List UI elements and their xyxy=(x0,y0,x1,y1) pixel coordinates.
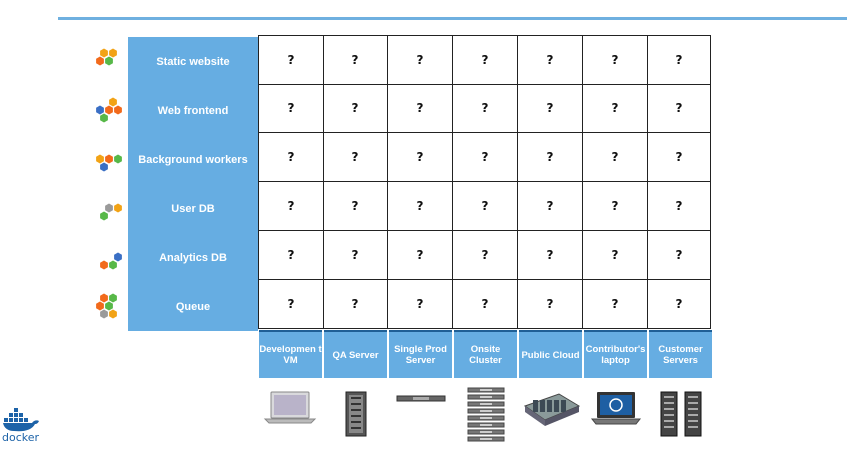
hexagon-shape xyxy=(114,105,122,115)
column-label: Single Prod Server xyxy=(389,330,452,378)
rack-unit-icon xyxy=(396,395,446,402)
column-label: Developmen t VM xyxy=(259,330,322,378)
hexagon-cluster-icon xyxy=(96,48,117,66)
hexagon-cluster-icon xyxy=(96,154,122,172)
motherboard-icon xyxy=(523,393,581,426)
hexagon-cluster-icon xyxy=(96,97,122,123)
hexagon-shape xyxy=(109,48,117,58)
docker-logo xyxy=(3,408,39,432)
hexagon-shape xyxy=(100,162,108,172)
hexagon-shape xyxy=(114,252,122,262)
matrix-cell: ? xyxy=(323,35,388,85)
matrix-cell: ? xyxy=(583,280,648,329)
column-label: QA Server xyxy=(324,330,387,378)
matrix-cell: ? xyxy=(388,35,453,85)
matrix-cell: ? xyxy=(583,84,648,133)
matrix-cell: ? xyxy=(258,84,324,133)
hexagon-shape xyxy=(109,97,117,107)
hexagon-shape xyxy=(100,293,108,303)
matrix-cell: ? xyxy=(518,133,583,182)
matrix-cell: ? xyxy=(453,35,518,85)
matrix-cell: ? xyxy=(583,35,648,85)
hexagon-shape xyxy=(100,260,108,270)
matrix-cell: ? xyxy=(323,280,388,329)
hexagon-shape xyxy=(109,260,117,270)
matrix-cell: ? xyxy=(648,35,711,85)
hexagon-shape xyxy=(109,293,117,303)
hexagon-cluster-icon xyxy=(100,252,122,270)
row-label: Web frontend xyxy=(128,86,258,135)
hexagon-shape xyxy=(105,105,113,115)
matrix-cell: ? xyxy=(453,231,518,280)
hexagon-shape xyxy=(114,154,122,164)
rack-stack-icon xyxy=(467,387,505,442)
matrix-cell: ? xyxy=(518,231,583,280)
matrix-cell: ? xyxy=(258,231,324,280)
matrix-cell: ? xyxy=(453,84,518,133)
hexagon-shape xyxy=(105,56,113,66)
server-pair-icon xyxy=(660,391,702,437)
hexagon-cluster-icon xyxy=(100,203,122,221)
matrix-cell: ? xyxy=(388,133,453,182)
matrix-cell: ? xyxy=(648,231,711,280)
matrix-cell: ? xyxy=(583,231,648,280)
hexagon-shape xyxy=(109,309,117,319)
matrix-cell: ? xyxy=(258,35,324,85)
dell-laptop-icon xyxy=(590,392,642,425)
matrix-cell: ? xyxy=(518,182,583,231)
column-label: Onsite Cluster xyxy=(454,330,517,378)
matrix-cell: ? xyxy=(518,35,583,85)
matrix-cell: ? xyxy=(453,182,518,231)
matrix-cell: ? xyxy=(388,280,453,329)
hexagon-shape xyxy=(105,203,113,213)
compatibility-matrix: ????????????????????????????????????????… xyxy=(258,35,711,330)
matrix-cell: ? xyxy=(323,84,388,133)
hexagon-shape xyxy=(100,48,108,58)
matrix-cell: ? xyxy=(518,84,583,133)
hexagon-shape xyxy=(96,154,104,164)
matrix-cell: ? xyxy=(388,182,453,231)
matrix-cell: ? xyxy=(648,280,711,329)
row-label: Background workers xyxy=(128,135,258,184)
column-label: Public Cloud xyxy=(519,330,582,378)
matrix-cell: ? xyxy=(518,280,583,329)
hexagon-shape xyxy=(96,301,104,311)
matrix-cell: ? xyxy=(258,280,324,329)
hexagon-shape xyxy=(96,105,104,115)
hexagon-shape xyxy=(114,203,122,213)
matrix-cell: ? xyxy=(583,182,648,231)
docker-logo-text: docker xyxy=(2,431,40,444)
laptop-icon xyxy=(263,391,317,424)
matrix-cell: ? xyxy=(323,133,388,182)
matrix-cell: ? xyxy=(323,182,388,231)
hexagon-shape xyxy=(100,113,108,123)
row-label: User DB xyxy=(128,184,258,233)
matrix-cell: ? xyxy=(258,133,324,182)
column-label: Customer Servers xyxy=(649,330,712,378)
matrix-cell: ? xyxy=(323,231,388,280)
hexagon-shape xyxy=(105,301,113,311)
top-divider xyxy=(58,17,847,20)
matrix-cell: ? xyxy=(258,182,324,231)
matrix-cell: ? xyxy=(453,280,518,329)
hexagon-shape xyxy=(105,154,113,164)
row-label: Queue xyxy=(128,282,258,331)
row-label: Analytics DB xyxy=(128,233,258,282)
hexagon-shape xyxy=(100,309,108,319)
matrix-cell: ? xyxy=(388,84,453,133)
column-label: Contributor's laptop xyxy=(584,330,647,378)
matrix-cell: ? xyxy=(648,133,711,182)
blade-server-icon xyxy=(345,391,367,437)
matrix-cell: ? xyxy=(648,182,711,231)
hexagon-shape xyxy=(96,56,104,66)
matrix-cell: ? xyxy=(583,133,648,182)
matrix-cell: ? xyxy=(453,133,518,182)
hexagon-cluster-icon xyxy=(96,293,117,319)
matrix-cell: ? xyxy=(388,231,453,280)
row-label: Static website xyxy=(128,37,258,86)
hexagon-shape xyxy=(100,211,108,221)
matrix-cell: ? xyxy=(648,84,711,133)
